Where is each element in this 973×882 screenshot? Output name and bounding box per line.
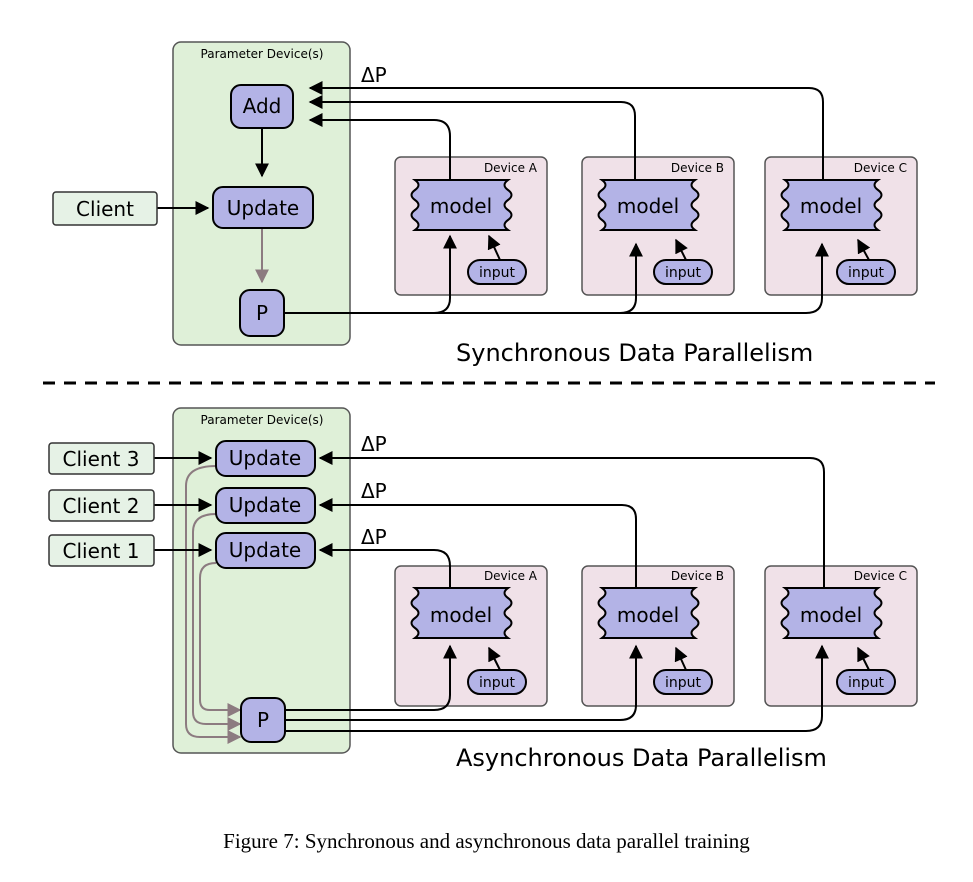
sync-input-b-arrow [675, 238, 688, 261]
async-input-b-label: input [665, 675, 702, 691]
figure-caption: Figure 7: Synchronous and asynchronous d… [223, 829, 750, 853]
async-device-c-label: Device C [854, 569, 907, 583]
async-delta-b-arrow [318, 498, 637, 588]
async-delta1-label: ΔP [361, 525, 387, 549]
async-delta-a-arrow [318, 543, 451, 588]
async-input-b-arrow [674, 646, 688, 671]
async-p-to-model-b-arrow [285, 644, 643, 721]
sync-device-c-label: Device C [854, 161, 907, 175]
sync-device-b-label: Device B [671, 161, 724, 175]
sync-model-a-label: model [430, 194, 492, 218]
async-client1-box [48, 534, 155, 567]
async-input-c-label: input [848, 675, 885, 691]
async-input-a-label: input [479, 675, 516, 691]
async-p-label: P [257, 708, 269, 732]
async-section: Parameter Device(s) Device A Device B De… [48, 407, 918, 772]
async-update1-to-p-arrow [199, 562, 242, 717]
async-model-b-node [597, 587, 700, 639]
sync-parameter-device-label: Parameter Device(s) [201, 47, 324, 61]
async-client1-label: Client 1 [63, 539, 140, 563]
async-update1-label: Update [229, 538, 301, 562]
async-model-a-node [410, 587, 513, 639]
async-delta3-label: ΔP [361, 432, 387, 456]
sync-input-a-node [467, 259, 527, 285]
async-parameter-device-label: Parameter Device(s) [201, 413, 324, 427]
sync-section: Parameter Device(s) Device A Device B De… [52, 41, 918, 367]
sync-p-label: P [256, 301, 268, 325]
sync-model-b-node [597, 179, 700, 231]
async-p-node [240, 697, 286, 743]
async-client2-label: Client 2 [63, 494, 140, 518]
async-input-c-node [836, 669, 896, 695]
sync-add-label: Add [243, 94, 282, 118]
async-model-a-label: model [430, 603, 492, 627]
sync-p-node [239, 289, 285, 337]
async-input-c-arrow [857, 646, 870, 671]
async-update1-node [215, 532, 316, 569]
sync-model-c-node [780, 179, 883, 231]
async-p-to-model-a-arrow [285, 644, 457, 711]
async-update3-label: Update [229, 446, 301, 470]
sync-delta-label: ΔP [361, 63, 387, 87]
async-update3-node [215, 440, 316, 477]
sync-p-to-model-c-arrow [285, 242, 829, 314]
async-title: Asynchronous Data Parallelism [456, 744, 827, 772]
async-client3-box [48, 442, 155, 475]
sync-delta-a-arrow [308, 113, 451, 180]
sync-input-c-arrow [857, 238, 871, 261]
sync-delta-b-arrow [308, 95, 636, 180]
sync-input-b-label: input [665, 265, 702, 281]
sync-model-a-node [410, 179, 513, 231]
sync-input-c-label: input [848, 265, 885, 281]
async-delta-c-arrow [318, 451, 825, 588]
async-model-c-node [780, 587, 883, 639]
sync-input-a-label: input [479, 265, 516, 281]
data-parallelism-diagram: Parameter Device(s) Device A Device B De… [43, 41, 935, 772]
async-client2-box [48, 489, 155, 522]
async-update2-label: Update [229, 493, 301, 517]
sync-update-label: Update [227, 196, 299, 220]
sync-client-box [52, 191, 158, 226]
async-model-c-label: model [800, 603, 862, 627]
async-p-to-model-c-arrow [285, 644, 829, 732]
async-device-b-label: Device B [671, 569, 724, 583]
sync-input-c-node [836, 259, 896, 285]
sync-input-b-node [653, 259, 713, 285]
async-update2-node [215, 487, 316, 524]
sync-input-a-arrow [487, 234, 501, 261]
sync-client-label: Client [76, 197, 134, 221]
sync-update-node [212, 186, 314, 229]
sync-model-b-label: model [617, 194, 679, 218]
async-client3-label: Client 3 [63, 447, 140, 471]
async-input-a-arrow [488, 646, 501, 671]
async-device-a-label: Device A [484, 569, 538, 583]
async-model-b-label: model [617, 603, 679, 627]
sync-title: Synchronous Data Parallelism [456, 339, 813, 367]
async-input-b-node [653, 669, 713, 695]
async-input-a-node [467, 669, 527, 695]
sync-device-a-label: Device A [484, 161, 538, 175]
sync-add-node [230, 84, 294, 129]
async-delta2-label: ΔP [361, 479, 387, 503]
async-update3-to-p-arrow [185, 465, 242, 744]
async-update2-to-p-arrow [192, 513, 242, 731]
sync-model-c-label: model [800, 194, 862, 218]
sync-delta-c-arrow [308, 81, 824, 180]
